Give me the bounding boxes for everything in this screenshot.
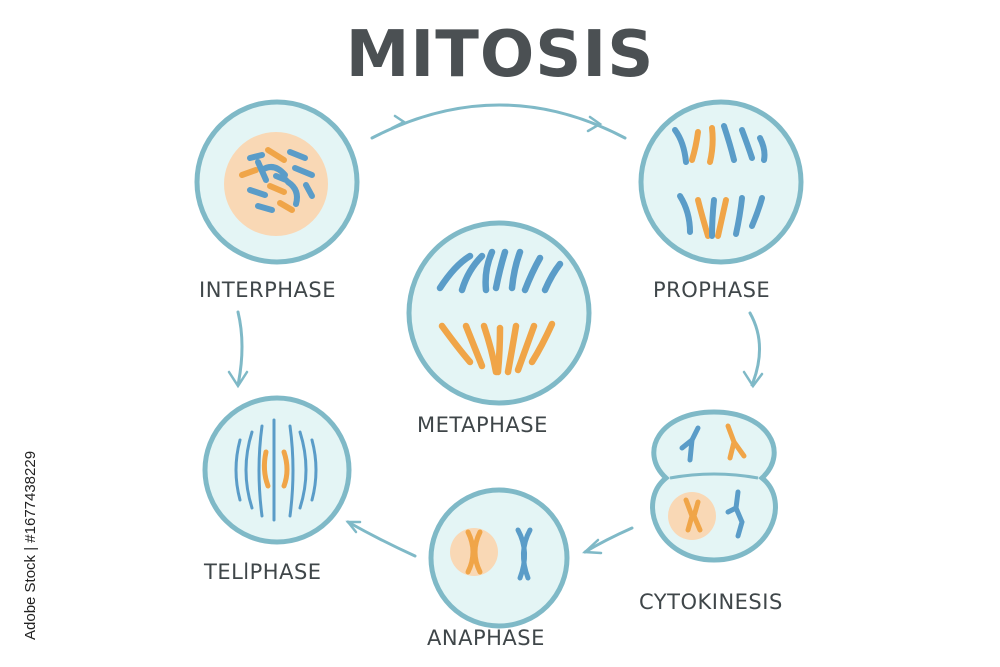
label-cytokinesis: CYTOKINESIS [639, 590, 783, 614]
telophase-cell [202, 395, 352, 545]
interphase-nucleus [224, 132, 328, 236]
stock-id-text: Adobe Stock | #1677438229 [22, 450, 39, 640]
cytokinesis-cell [650, 409, 778, 563]
diagram-title: MITOSIS [345, 18, 655, 92]
metaphase-cell [406, 220, 592, 406]
arrow-anaphase-to-telophase [346, 520, 417, 558]
arrow-interphase-to-telophase [236, 310, 244, 387]
anaphase-cell [428, 487, 570, 629]
label-interphase: INTERPHASE [199, 278, 337, 302]
arrow-prophase-to-cytokinesis [748, 311, 762, 387]
label-metaphase: METAPHASE [417, 413, 548, 437]
label-telophase: TELlPHASE [204, 560, 322, 584]
interphase-cell [194, 99, 360, 265]
cycle-arrows [227, 103, 764, 558]
arrow-cytokinesis-to-anaphase [583, 526, 634, 554]
prophase-cell [638, 99, 804, 265]
label-anaphase: ANAPHASE [427, 626, 545, 650]
arrow-interphase-to-prophase [370, 103, 627, 140]
label-prophase: PROPHASE [653, 278, 771, 302]
